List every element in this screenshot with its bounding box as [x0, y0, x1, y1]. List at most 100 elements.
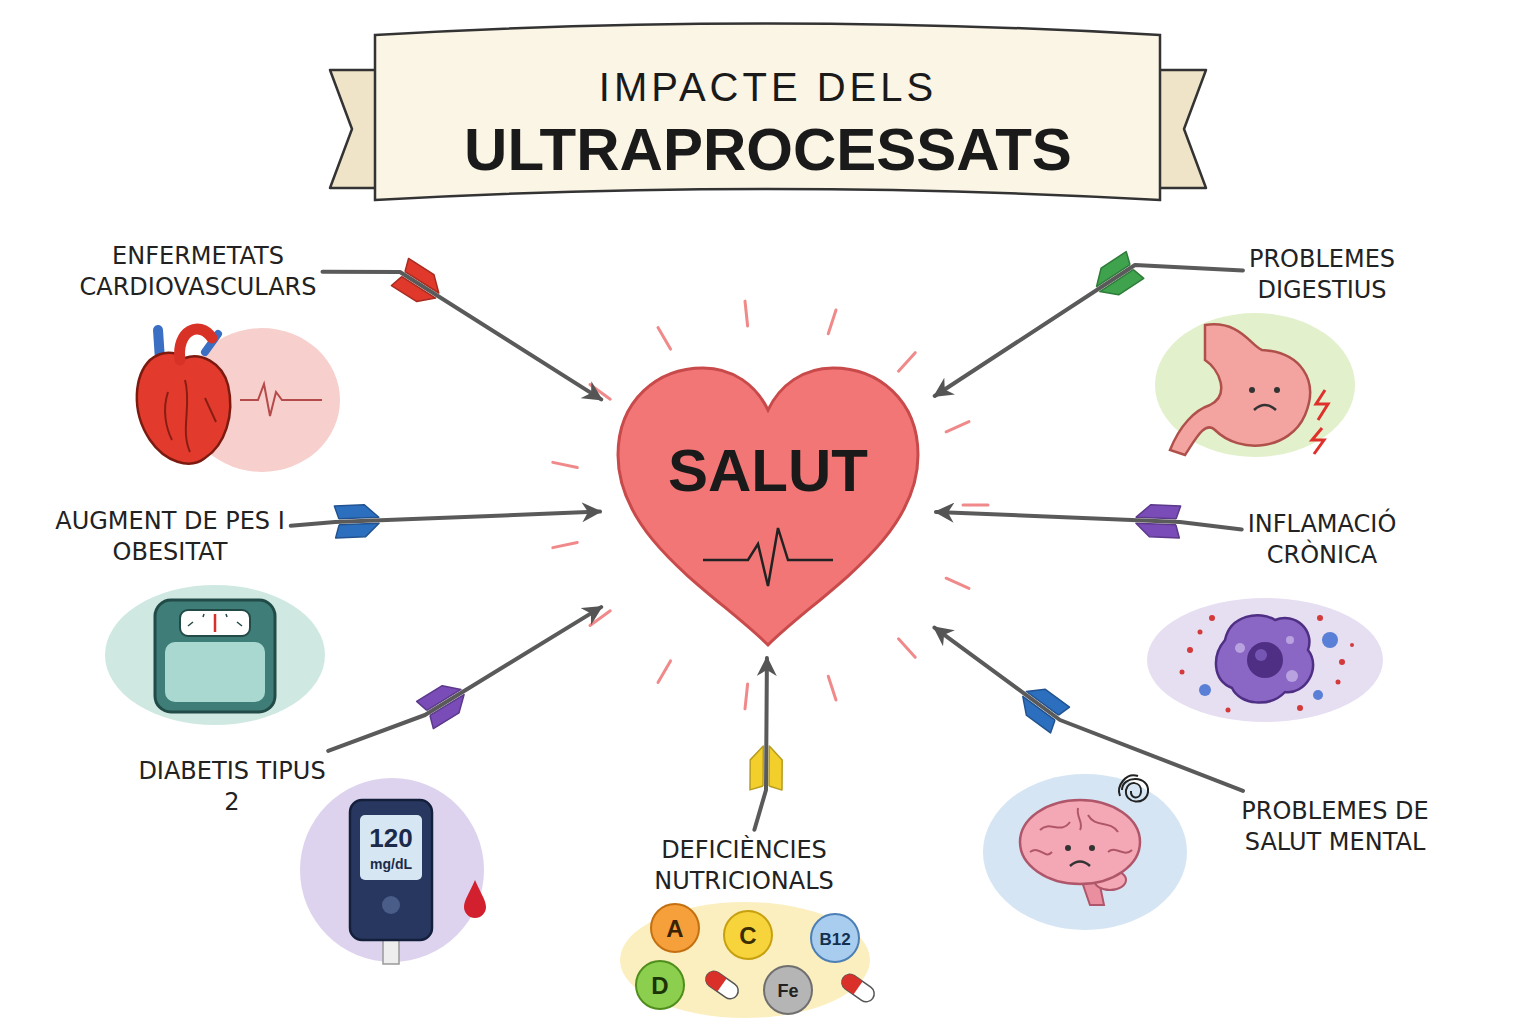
- stomach-icon: [1249, 387, 1255, 393]
- inflammation-cell-icon: [1235, 643, 1245, 653]
- brain-icon: [983, 774, 1187, 930]
- inflammation-cell-icon: [1216, 615, 1313, 702]
- feather: [1136, 523, 1179, 538]
- vitamins-icon: [636, 961, 684, 1009]
- scale-icon: [155, 600, 275, 712]
- stomach-icon: [1316, 390, 1328, 420]
- node-text: DIABETIS TIPUS 2: [138, 757, 325, 816]
- ecg-line: [703, 528, 833, 586]
- heart-ray: [828, 676, 836, 700]
- inflammation-cell-icon: [1147, 598, 1383, 722]
- stomach-icon: [1254, 405, 1276, 410]
- inflammation-cell-icon: [1350, 643, 1354, 647]
- risk-label: PROBLEMES DIGESTIUS: [1207, 244, 1437, 306]
- cardio-icon: [137, 328, 340, 472]
- inflammation-cell-icon: [1247, 642, 1283, 678]
- stomach-icon: [1312, 428, 1324, 454]
- glucometer-icon: [383, 938, 399, 964]
- vitamins-icon: [620, 902, 877, 1018]
- scale-icon: [180, 610, 250, 636]
- meter-reading: mg/dL: [370, 857, 412, 871]
- vitamins-icon: [839, 971, 878, 1005]
- heart-ray: [963, 504, 988, 507]
- stomach-icon: [1155, 313, 1355, 457]
- glucometer-icon: [300, 778, 484, 962]
- vitamins-icon: [703, 968, 727, 991]
- scale-icon: [214, 614, 217, 632]
- inflammation-cell-icon: [1339, 659, 1345, 665]
- inflammation-cell-icon: [1199, 684, 1211, 696]
- inflammation-cell-icon: [1198, 630, 1203, 635]
- vitamins-icon: [839, 971, 863, 994]
- heart-ray: [658, 661, 671, 683]
- feather: [334, 505, 378, 519]
- stomach-icon: [1155, 313, 1355, 457]
- heart-ray: [745, 684, 748, 709]
- node-text: PROBLEMES DIGESTIUS: [1249, 245, 1395, 304]
- inflammation-cell-icon: [1317, 615, 1323, 621]
- node-text: DEFICIÈNCIES NUTRICIONALS: [654, 836, 834, 895]
- brain-icon: [1020, 800, 1140, 884]
- inflammation-cell-icon: [1187, 647, 1193, 653]
- vitamins-icon: [620, 902, 870, 1018]
- heart-ray: [828, 310, 836, 334]
- cardio-icon: [137, 353, 230, 464]
- risk-label: AUGMENT DE PES I OBESITAT: [20, 506, 320, 568]
- heart-ray: [946, 422, 969, 432]
- feather: [336, 523, 379, 538]
- brain-icon: [983, 774, 1187, 930]
- risk-label: PROBLEMES DE SALUT MENTAL: [1200, 796, 1470, 858]
- glucometer-icon: [360, 815, 422, 880]
- node-text: PROBLEMES DE SALUT MENTAL: [1241, 797, 1428, 856]
- meter-reading: 120: [369, 825, 412, 851]
- risk-label: DIABETIS TIPUS 2: [137, 756, 327, 818]
- vitamins-icon: [703, 968, 742, 1002]
- vitamins-icon: [764, 966, 812, 1014]
- title-banner: [330, 24, 1206, 201]
- inflammation-cell-icon: [1286, 636, 1294, 644]
- inflammation-cell-icon: [1322, 632, 1338, 648]
- brain-icon: [1070, 862, 1090, 867]
- feather: [1136, 505, 1180, 519]
- feather: [769, 746, 782, 790]
- inflammation-cell-icon: [1297, 705, 1303, 711]
- vitamins-icon: [651, 904, 699, 952]
- scale-icon: [105, 585, 325, 725]
- heart-ray: [658, 327, 671, 349]
- glucometer-icon: [382, 896, 400, 914]
- nutrient-letter: B12: [819, 931, 850, 948]
- heart-ray: [553, 542, 577, 547]
- inflammation-cell-icon: [1336, 680, 1341, 685]
- risk-label: INFLAMACIÓ CRÒNICA: [1202, 509, 1442, 571]
- heart-ray: [745, 301, 748, 326]
- brain-icon: [1089, 845, 1095, 851]
- stomach-icon: [1170, 324, 1310, 455]
- stomach-icon: [1274, 387, 1280, 393]
- vitamins-icon: [703, 968, 742, 1002]
- arrow-connector: [323, 272, 602, 400]
- node-text: SALUT: [608, 360, 928, 504]
- inflammation-cell-icon: [1147, 598, 1383, 722]
- nutrient-letter: A: [666, 917, 683, 941]
- risk-label: ENFERMETATS CARDIOVASCULARS: [48, 241, 348, 303]
- nutrient-letter: C: [739, 924, 756, 948]
- arrow-connector: [291, 512, 600, 526]
- glucometer-icon: [350, 800, 432, 940]
- feather: [750, 746, 763, 790]
- brain-icon: [1119, 775, 1148, 801]
- glucometer-icon: [464, 880, 486, 918]
- central-heart: SALUT: [608, 360, 928, 650]
- node-text: ENFERMETATS CARDIOVASCULARS: [80, 242, 317, 301]
- title-text: IMPACTE DELS ULTRAPROCESSATS: [388, 46, 1148, 184]
- scale-icon: [165, 642, 265, 702]
- heart-outline: [618, 368, 918, 645]
- arrow-connector: [328, 607, 601, 751]
- heart-shape: [608, 360, 928, 650]
- cardio-icon: [180, 329, 212, 360]
- arrow-connector: [935, 265, 1243, 396]
- brain-icon: [1030, 808, 1132, 854]
- risk-label: DEFICIÈNCIES NUTRICIONALS: [609, 835, 879, 897]
- inflammation-cell-icon: [1209, 615, 1215, 621]
- node-text: AUGMENT DE PES I OBESITAT: [55, 507, 285, 566]
